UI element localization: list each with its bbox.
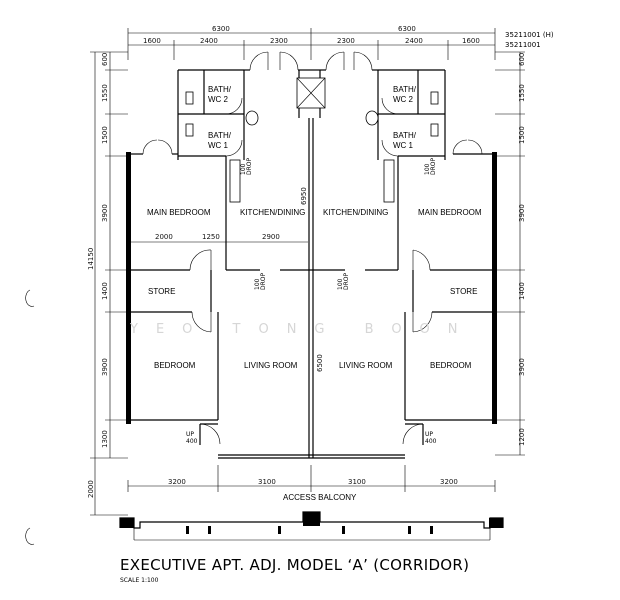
- walls-left-unit: [126, 69, 311, 459]
- room-kitchen-right: KITCHEN/DINING: [323, 208, 388, 217]
- dim-top-4: 2300: [337, 37, 355, 45]
- punch-hole-bottom: [25, 527, 35, 545]
- dim-bottom-1: 3200: [168, 478, 186, 486]
- dim-right-1: 600: [518, 53, 526, 66]
- dim-left-2: 1550: [101, 84, 109, 102]
- dim-living-v: 6500: [316, 354, 324, 372]
- room-bath2-left-2: WC 2: [208, 95, 229, 104]
- room-bath2-left: BATH/: [208, 85, 232, 94]
- drop-right-1: DROP: [430, 157, 437, 175]
- dim-bottom-4: 3200: [440, 478, 458, 486]
- drop-right-2: DROP: [343, 272, 350, 290]
- drawing-scale: SCALE 1:100: [120, 577, 159, 584]
- dim-left-total: 14150: [87, 248, 95, 270]
- dim-top-1: 1600: [143, 37, 161, 45]
- dim-left-balcony: 2000: [87, 480, 95, 498]
- dim-left-6: 3900: [101, 358, 109, 376]
- up-val-left: 400: [186, 438, 198, 445]
- room-kitchen-left: KITCHEN/DINING: [240, 208, 305, 217]
- dim-top-2: 2400: [200, 37, 218, 45]
- dim-right-3: 1500: [518, 126, 526, 144]
- dim-right-4: 3900: [518, 204, 526, 222]
- fixtures: [185, 91, 439, 203]
- dim-left-5: 1400: [101, 282, 109, 300]
- drop-val-right-1: 100: [424, 163, 431, 175]
- dim-left-3: 1500: [101, 126, 109, 144]
- room-bath1-right-2: WC 1: [393, 141, 414, 150]
- right-dimensions: 600 1550 1500 3900 1400 3900 1200: [495, 51, 526, 456]
- balcony-parapet: [119, 511, 504, 541]
- left-dimensions: 600 1550 1500 3900 1400 3900 1300 14150 …: [87, 51, 128, 516]
- dim-internal-b: 1250: [202, 233, 220, 241]
- room-bath1-left: BATH/: [208, 131, 232, 140]
- dim-right-5: 1400: [518, 282, 526, 300]
- dim-left-4: 3900: [101, 204, 109, 222]
- room-bedroom-left: BEDROOM: [154, 361, 196, 370]
- room-living-right: LIVING ROOM: [339, 361, 393, 370]
- door-swings: [142, 51, 483, 445]
- access-balcony-label: ACCESS BALCONY: [283, 493, 357, 502]
- drawing-code: 35211001: [505, 41, 541, 49]
- watermark: YEO TONG BOON: [129, 322, 476, 337]
- dim-right-7: 1200: [518, 428, 526, 446]
- room-living-left: LIVING ROOM: [244, 361, 298, 370]
- drawing-code-h: 35211001 (H): [505, 31, 554, 39]
- up-val-right: 400: [425, 438, 437, 445]
- dim-left-7: 1300: [101, 430, 109, 448]
- room-bedroom-right: BEDROOM: [430, 361, 472, 370]
- dim-bottom-2: 3100: [258, 478, 276, 486]
- dim-left-1: 600: [101, 53, 109, 66]
- dim-overall-left: 6300: [212, 25, 230, 33]
- up-left: UP: [186, 431, 194, 438]
- drawing-title: EXECUTIVE APT. ADJ. MODEL ‘A’ (CORRIDOR): [120, 556, 469, 574]
- room-bath2-right-2: WC 2: [393, 95, 414, 104]
- dim-right-2: 1550: [518, 84, 526, 102]
- room-store-right: STORE: [450, 287, 477, 296]
- room-bath1-left-2: WC 1: [208, 141, 229, 150]
- dim-bottom-3: 3100: [348, 478, 366, 486]
- party-wall: [296, 77, 326, 458]
- walls-right-unit: [311, 69, 497, 459]
- room-main-bedroom-left: MAIN BEDROOM: [147, 208, 211, 217]
- drop-val-left-2: 100: [254, 278, 261, 290]
- room-bath2-right: BATH/: [393, 85, 417, 94]
- drop-val-left-1: 100: [240, 163, 247, 175]
- dim-top-5: 2400: [405, 37, 423, 45]
- bottom-dimensions: 3200 3100 3100 3200: [127, 465, 496, 492]
- punch-hole-top: [25, 289, 35, 307]
- room-main-bedroom-right: MAIN BEDROOM: [418, 208, 482, 217]
- drop-val-right-2: 100: [337, 278, 344, 290]
- dim-kitchen-v: 6950: [300, 187, 308, 205]
- dim-internal-a: 2000: [155, 233, 173, 241]
- dim-top-6: 1600: [462, 37, 480, 45]
- drop-left-2: DROP: [260, 272, 267, 290]
- room-store-left: STORE: [148, 287, 175, 296]
- dim-internal-c: 2900: [262, 233, 280, 241]
- dim-right-6: 3900: [518, 358, 526, 376]
- drop-left-1: DROP: [246, 157, 253, 175]
- up-right: UP: [425, 431, 433, 438]
- dim-overall-right: 6300: [398, 25, 416, 33]
- dim-top-3: 2300: [270, 37, 288, 45]
- top-dimensions: 6300 6300 1600 2400 2300 2300 2400 1600: [127, 25, 496, 60]
- room-bath1-right: BATH/: [393, 131, 417, 140]
